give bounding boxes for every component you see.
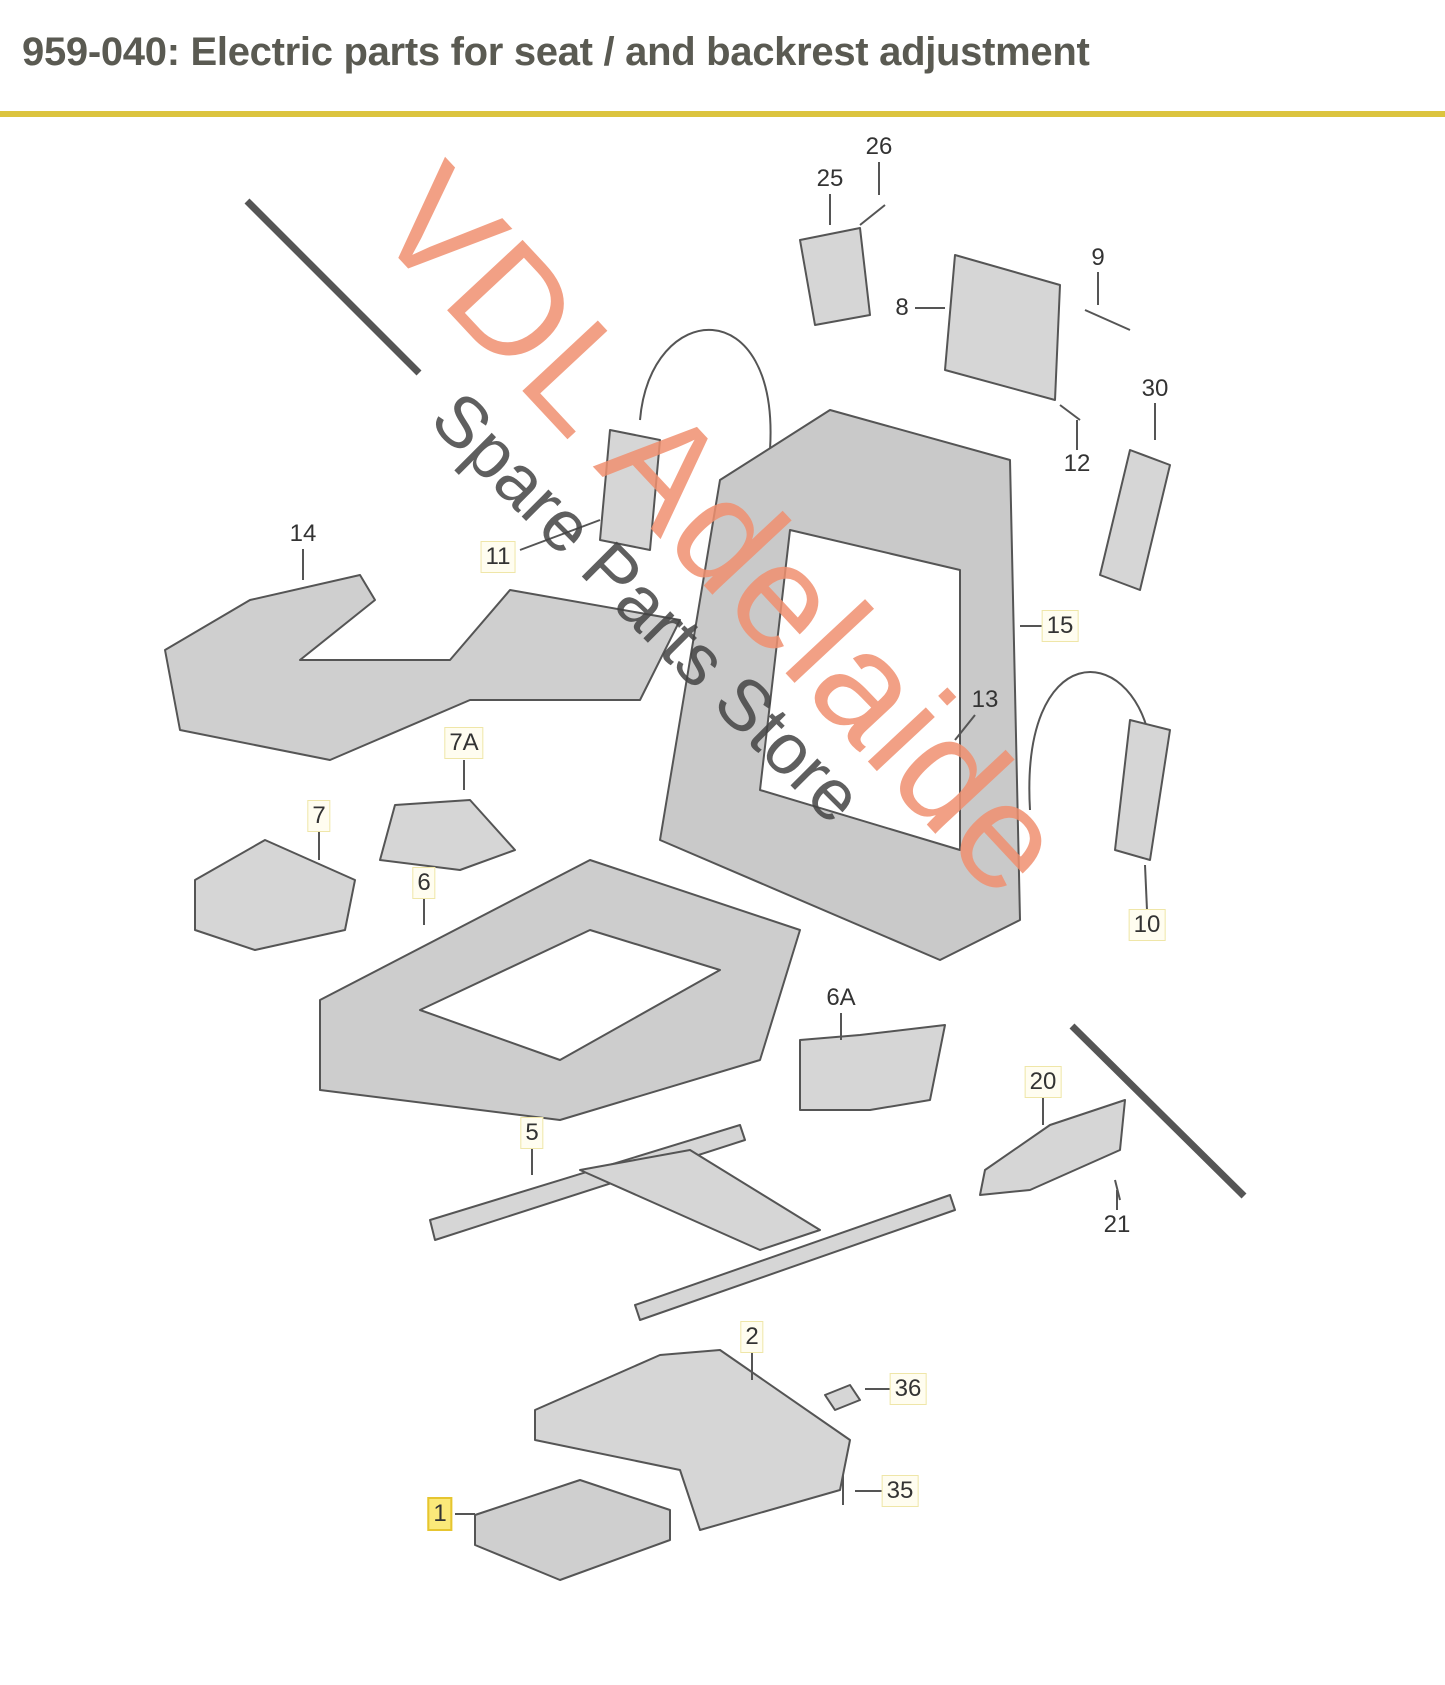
- callout-15[interactable]: 15: [1041, 610, 1079, 642]
- callout-7a[interactable]: 7A: [444, 727, 484, 759]
- callout-6a[interactable]: 6A: [826, 984, 856, 1011]
- callout-12[interactable]: 12: [1063, 450, 1091, 477]
- callout-26[interactable]: 26: [865, 133, 893, 160]
- callout-20[interactable]: 20: [1024, 1066, 1062, 1098]
- watermark-stroke-left: [244, 198, 422, 376]
- callout-6[interactable]: 6: [412, 867, 436, 899]
- part-seat-cushion: [164, 574, 681, 761]
- callout-13[interactable]: 13: [971, 686, 999, 713]
- callout-10[interactable]: 10: [1128, 909, 1166, 941]
- part-fan: [799, 227, 871, 326]
- callout-36[interactable]: 36: [889, 1373, 927, 1405]
- part-motor-6a: [799, 1024, 946, 1111]
- callout-35[interactable]: 35: [881, 1475, 919, 1507]
- callout-9[interactable]: 9: [1091, 244, 1105, 271]
- callout-7[interactable]: 7: [307, 800, 331, 832]
- part-control-unit-1: [474, 1479, 671, 1581]
- part-motor-10: [1114, 719, 1171, 861]
- part-tray-2: [534, 1349, 851, 1531]
- callout-5[interactable]: 5: [520, 1117, 544, 1149]
- callout-8[interactable]: 8: [895, 294, 909, 321]
- callout-1-selected[interactable]: 1: [427, 1497, 453, 1531]
- part-motor-11: [599, 429, 661, 551]
- callout-21[interactable]: 21: [1103, 1211, 1131, 1238]
- callout-11[interactable]: 11: [480, 541, 516, 573]
- callout-25[interactable]: 25: [816, 165, 844, 192]
- title-divider: [0, 111, 1445, 117]
- callout-30[interactable]: 30: [1141, 375, 1169, 402]
- part-switch-20: [979, 1099, 1126, 1196]
- part-motor-30: [1099, 449, 1171, 591]
- watermark-stroke-right: [1069, 1023, 1247, 1199]
- part-motor-7: [194, 839, 356, 951]
- callout-2[interactable]: 2: [740, 1321, 764, 1353]
- callout-14[interactable]: 14: [289, 520, 317, 547]
- page-title: 959-040: Electric parts for seat / and b…: [22, 30, 1090, 74]
- part-motor-7a: [379, 799, 516, 871]
- part-lumbar-plate: [944, 254, 1061, 401]
